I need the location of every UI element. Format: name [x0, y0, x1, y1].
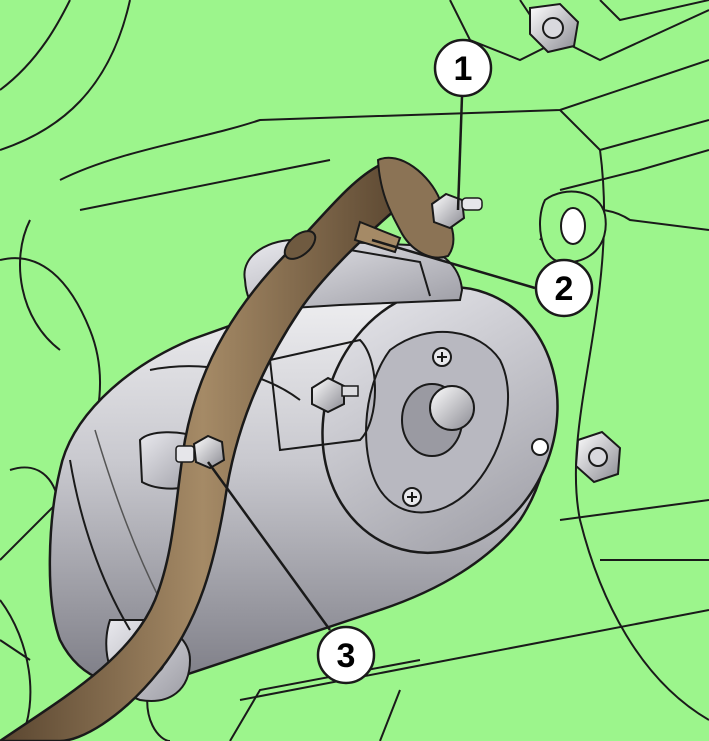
mount-bracket-right [539, 190, 607, 264]
mount-bolt-right [574, 430, 622, 484]
clamp-nut [175, 434, 226, 470]
callout-label-3: 3 [337, 637, 356, 675]
mount-bolt-top-right [529, 2, 580, 54]
solenoid-terminal-nut [430, 192, 483, 230]
callout-3: 3 [316, 625, 376, 685]
callout-label-2: 2 [555, 270, 574, 308]
leader-line-1 [456, 95, 464, 211]
cap-screw-bottom [402, 487, 422, 507]
side-terminal-nut [311, 376, 359, 414]
leader-line-3 [206, 461, 332, 631]
cap-screw-top [432, 347, 452, 367]
leader-lines [206, 95, 536, 631]
leader-line-2 [371, 238, 536, 290]
callout-2: 2 [534, 258, 594, 318]
callout-label-1: 1 [454, 50, 473, 88]
callout-1: 1 [433, 38, 493, 98]
